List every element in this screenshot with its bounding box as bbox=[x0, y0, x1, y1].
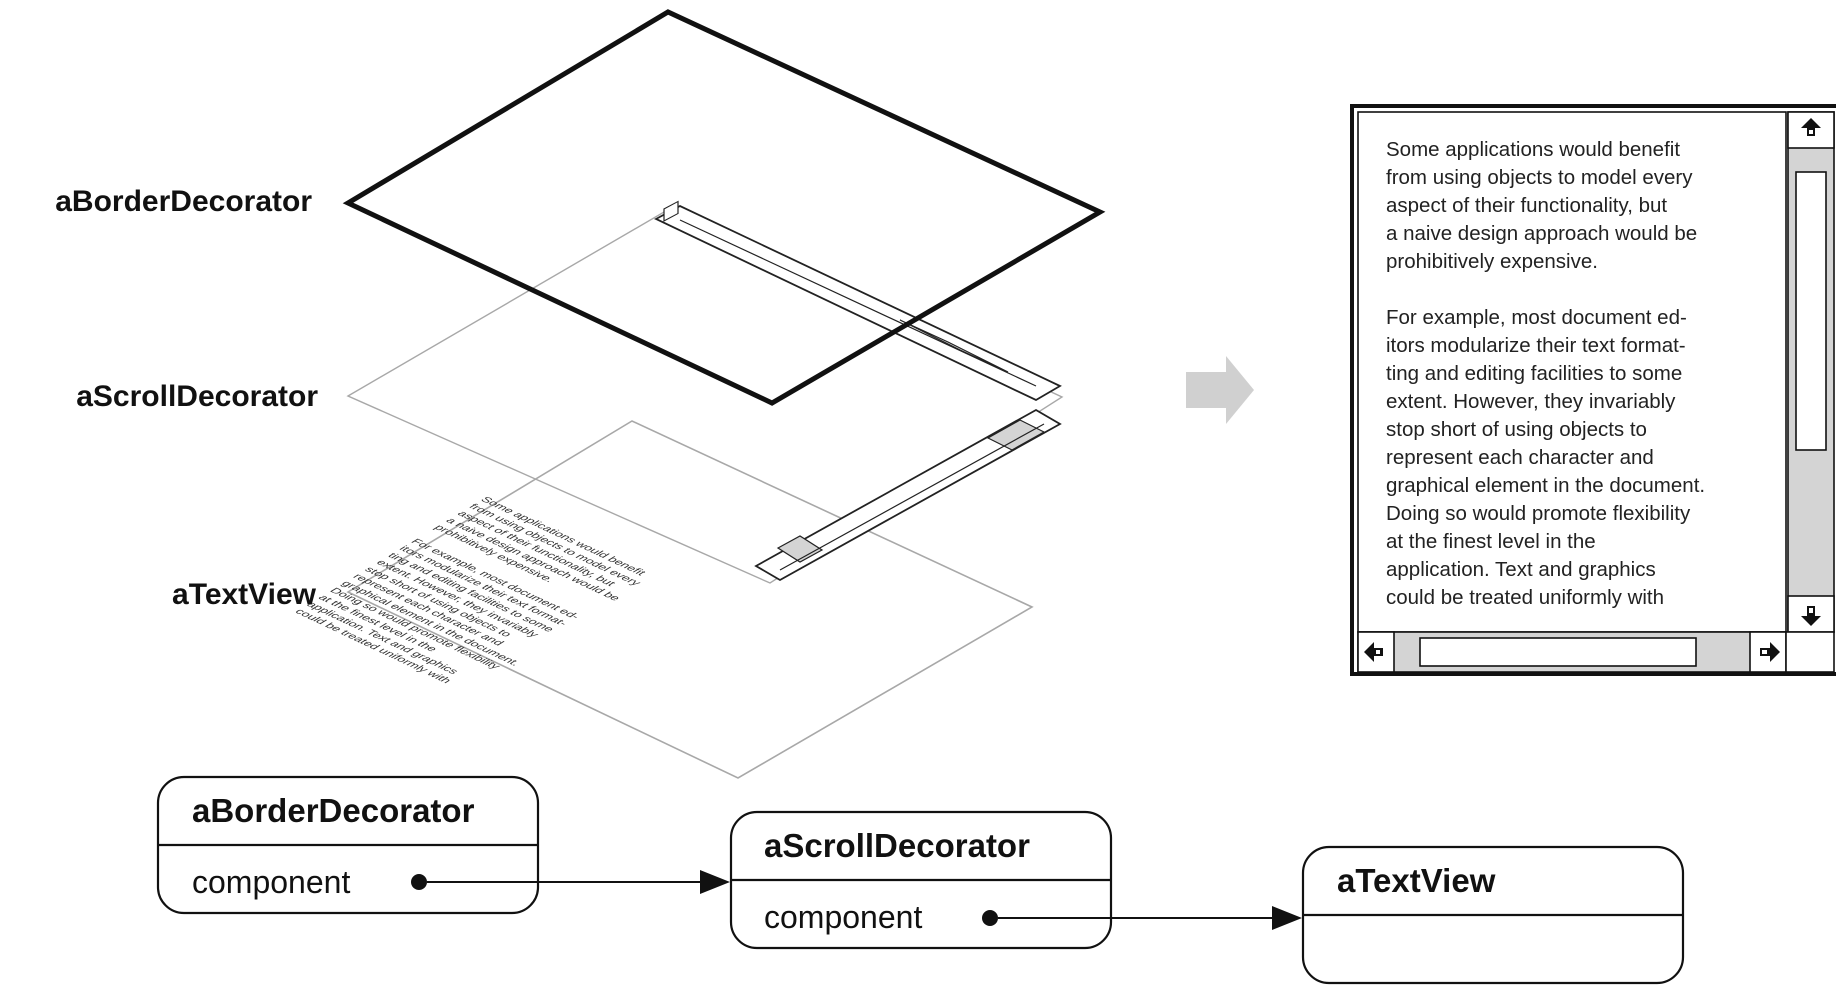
window-line-4: a naive design approach would be bbox=[1386, 222, 1697, 245]
right-arrow-icon bbox=[1186, 356, 1254, 424]
vertical-scrollbar[interactable] bbox=[1787, 111, 1835, 633]
window-corner bbox=[1785, 631, 1835, 673]
border-decorator-plane bbox=[342, 9, 1106, 406]
label-text-view: aTextView bbox=[172, 578, 317, 611]
scroll-left-arrow-icon[interactable] bbox=[1364, 642, 1383, 662]
arrowhead-icon bbox=[700, 870, 730, 894]
object-field-border-component: component bbox=[192, 864, 350, 900]
object-field-scroll-component: component bbox=[764, 899, 922, 935]
reference-dot-icon bbox=[411, 874, 427, 890]
window-text: Some applications would benefit from usi… bbox=[1386, 138, 1705, 609]
text-view-plane bbox=[346, 420, 1034, 779]
window-text-area bbox=[1357, 111, 1787, 633]
window-line-5: prohibitively expensive. bbox=[1386, 250, 1598, 273]
result-window: Some applications would benefit from usi… bbox=[1350, 104, 1836, 676]
horizontal-scrollbar[interactable] bbox=[1357, 631, 1835, 673]
object-border-decorator: aBorderDecorator component bbox=[156, 775, 540, 915]
scroll-right-arrow-icon[interactable] bbox=[1760, 642, 1780, 662]
window-line-2: from using objects to model every bbox=[1386, 166, 1693, 189]
window-line-7: For example, most document ed- bbox=[1386, 306, 1687, 329]
label-border-decorator: aBorderDecorator bbox=[55, 185, 312, 218]
object-text-view: aTextView bbox=[1301, 845, 1685, 985]
window-line-16: application. Text and graphics bbox=[1386, 558, 1656, 581]
window-line-1: Some applications would benefit bbox=[1386, 138, 1680, 161]
iso-scroll-up-icon bbox=[663, 200, 679, 222]
window-line-3: aspect of their functionality, but bbox=[1386, 194, 1667, 217]
scroll-decorator-layer bbox=[346, 200, 1064, 584]
object-title-border-decorator: aBorderDecorator bbox=[192, 792, 475, 829]
object-scroll-decorator: aScrollDecorator component bbox=[729, 810, 1113, 950]
window-line-11: stop short of using objects to bbox=[1386, 418, 1647, 441]
scroll-up-arrow-icon[interactable] bbox=[1801, 118, 1821, 136]
window-line-17: could be treated uniformly with bbox=[1386, 586, 1664, 609]
window-line-13: graphical element in the document. bbox=[1386, 474, 1705, 497]
iso-horizontal-scrollbar bbox=[754, 408, 1062, 582]
reference-dot-icon bbox=[982, 910, 998, 926]
window-line-12: represent each character and bbox=[1386, 446, 1654, 469]
window-line-8: itors modularize their text format- bbox=[1386, 334, 1686, 357]
scroll-decorator-plane bbox=[346, 211, 1064, 584]
label-scroll-decorator: aScrollDecorator bbox=[76, 380, 318, 413]
border-decorator-layer bbox=[342, 9, 1106, 406]
window-line-10: extent. However, they invariably bbox=[1386, 390, 1676, 413]
iso-vertical-thumb bbox=[899, 319, 1009, 373]
arrowhead-icon bbox=[1272, 906, 1302, 930]
iso-horizontal-end bbox=[776, 535, 824, 563]
object-title-scroll-decorator: aScrollDecorator bbox=[764, 827, 1030, 864]
vertical-scroll-thumb[interactable] bbox=[1795, 171, 1827, 451]
window-line-9: ting and editing facilities to some bbox=[1386, 362, 1682, 385]
window-line-14: Doing so would promote flexibility bbox=[1386, 502, 1691, 525]
object-title-text-view: aTextView bbox=[1337, 862, 1496, 899]
text-view-iso-text: Some applications would benefit from usi… bbox=[292, 495, 649, 685]
horizontal-scroll-thumb[interactable] bbox=[1419, 637, 1697, 667]
scroll-down-arrow-icon[interactable] bbox=[1801, 606, 1821, 626]
window-line-15: at the finest level in the bbox=[1386, 530, 1596, 553]
